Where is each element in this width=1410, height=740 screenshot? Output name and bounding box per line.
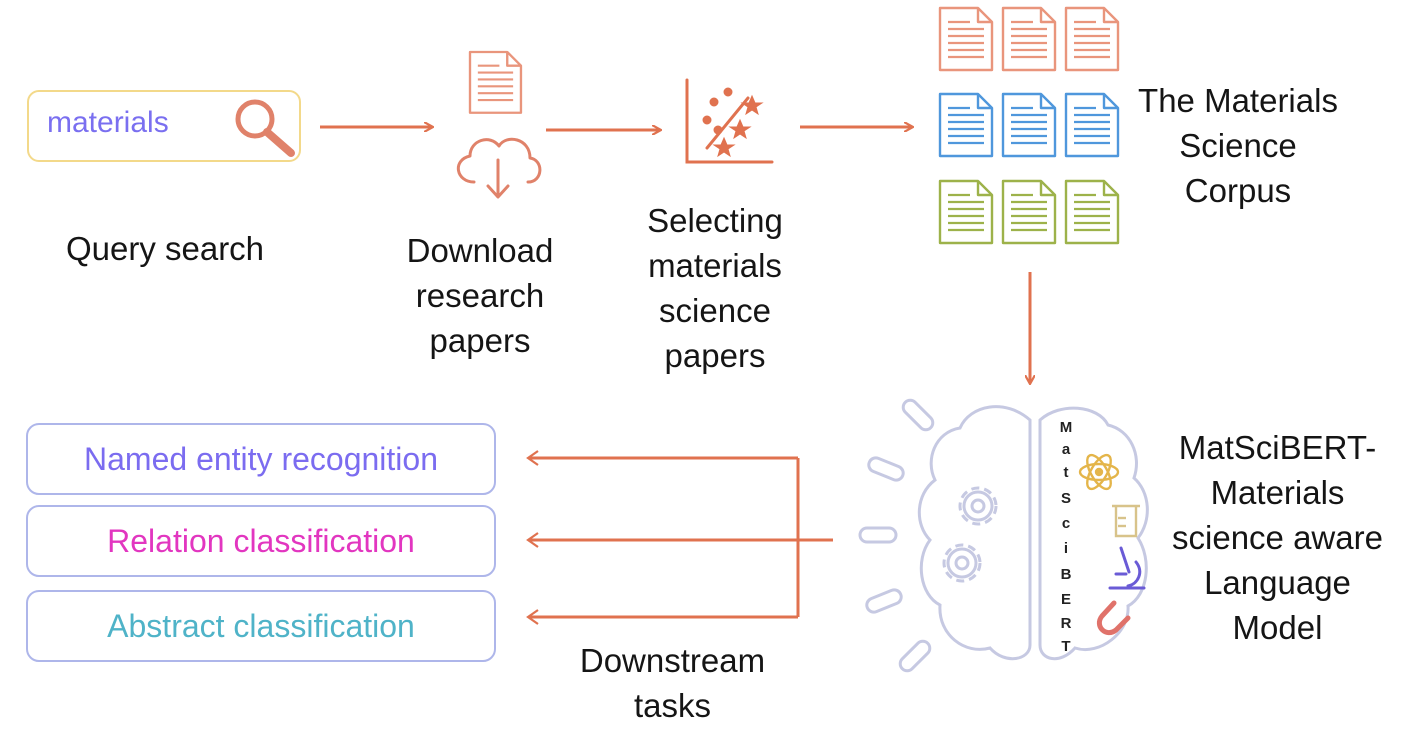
brain-icon xyxy=(858,398,1149,673)
magnifier-icon xyxy=(235,99,295,157)
model-vertical-letter: B xyxy=(1060,566,1072,583)
model-vertical-letter: t xyxy=(1063,464,1069,481)
model-vertical-letter: c xyxy=(1061,515,1071,532)
scatter-selection-icon xyxy=(685,78,774,164)
atom-icon xyxy=(1078,453,1120,491)
task-label: Abstract classification xyxy=(107,607,415,644)
magnet-icon xyxy=(1096,600,1131,636)
search-query-text: materials xyxy=(47,106,169,139)
label-query-search: Query search xyxy=(65,230,265,267)
beaker-icon xyxy=(1112,504,1140,538)
task-label: Relation classification xyxy=(107,522,415,559)
model-vertical-letter: R xyxy=(1060,615,1072,632)
model-vertical-letter: M xyxy=(1059,419,1073,436)
arrowheads-downstream xyxy=(526,450,539,625)
model-vertical-letter: a xyxy=(1061,441,1071,458)
model-vertical-letter: S xyxy=(1060,490,1071,507)
task-abstract-classification[interactable]: Abstract classification xyxy=(26,590,496,662)
microscope-icon xyxy=(1108,546,1146,590)
document-icon xyxy=(468,50,523,114)
task-label: Named entity recognition xyxy=(84,440,438,477)
cloud-download-icon xyxy=(457,137,542,199)
corpus-documents xyxy=(938,6,1120,245)
downstream-connector xyxy=(530,456,833,619)
search-box[interactable]: materials xyxy=(27,90,301,162)
model-vertical-letter: E xyxy=(1060,591,1071,608)
task-relation-classification[interactable]: Relation classification xyxy=(26,505,496,577)
model-vertical-letter: T xyxy=(1061,638,1071,655)
gear-icon xyxy=(942,486,998,583)
model-vertical-letter: i xyxy=(1063,540,1069,557)
task-named-entity-recognition[interactable]: Named entity recognition xyxy=(26,423,496,495)
